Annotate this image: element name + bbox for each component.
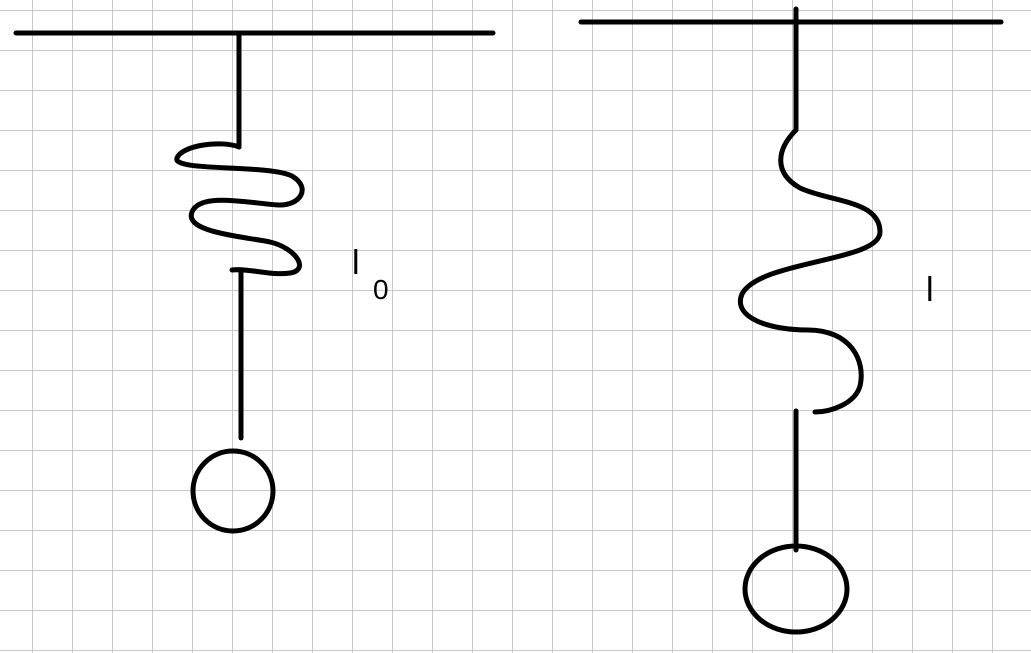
- length-label-l0-subscript: 0: [373, 274, 389, 305]
- left-spring-coil: [174, 141, 305, 277]
- left-spring-pendulum: [13, 30, 496, 534]
- right-spring-coil: [737, 127, 883, 415]
- right-bob: [742, 543, 850, 635]
- right-spring-pendulum: [578, 6, 1004, 635]
- length-label-l: l: [926, 271, 934, 309]
- length-label-l0: l: [352, 244, 360, 282]
- left-bob: [190, 448, 276, 534]
